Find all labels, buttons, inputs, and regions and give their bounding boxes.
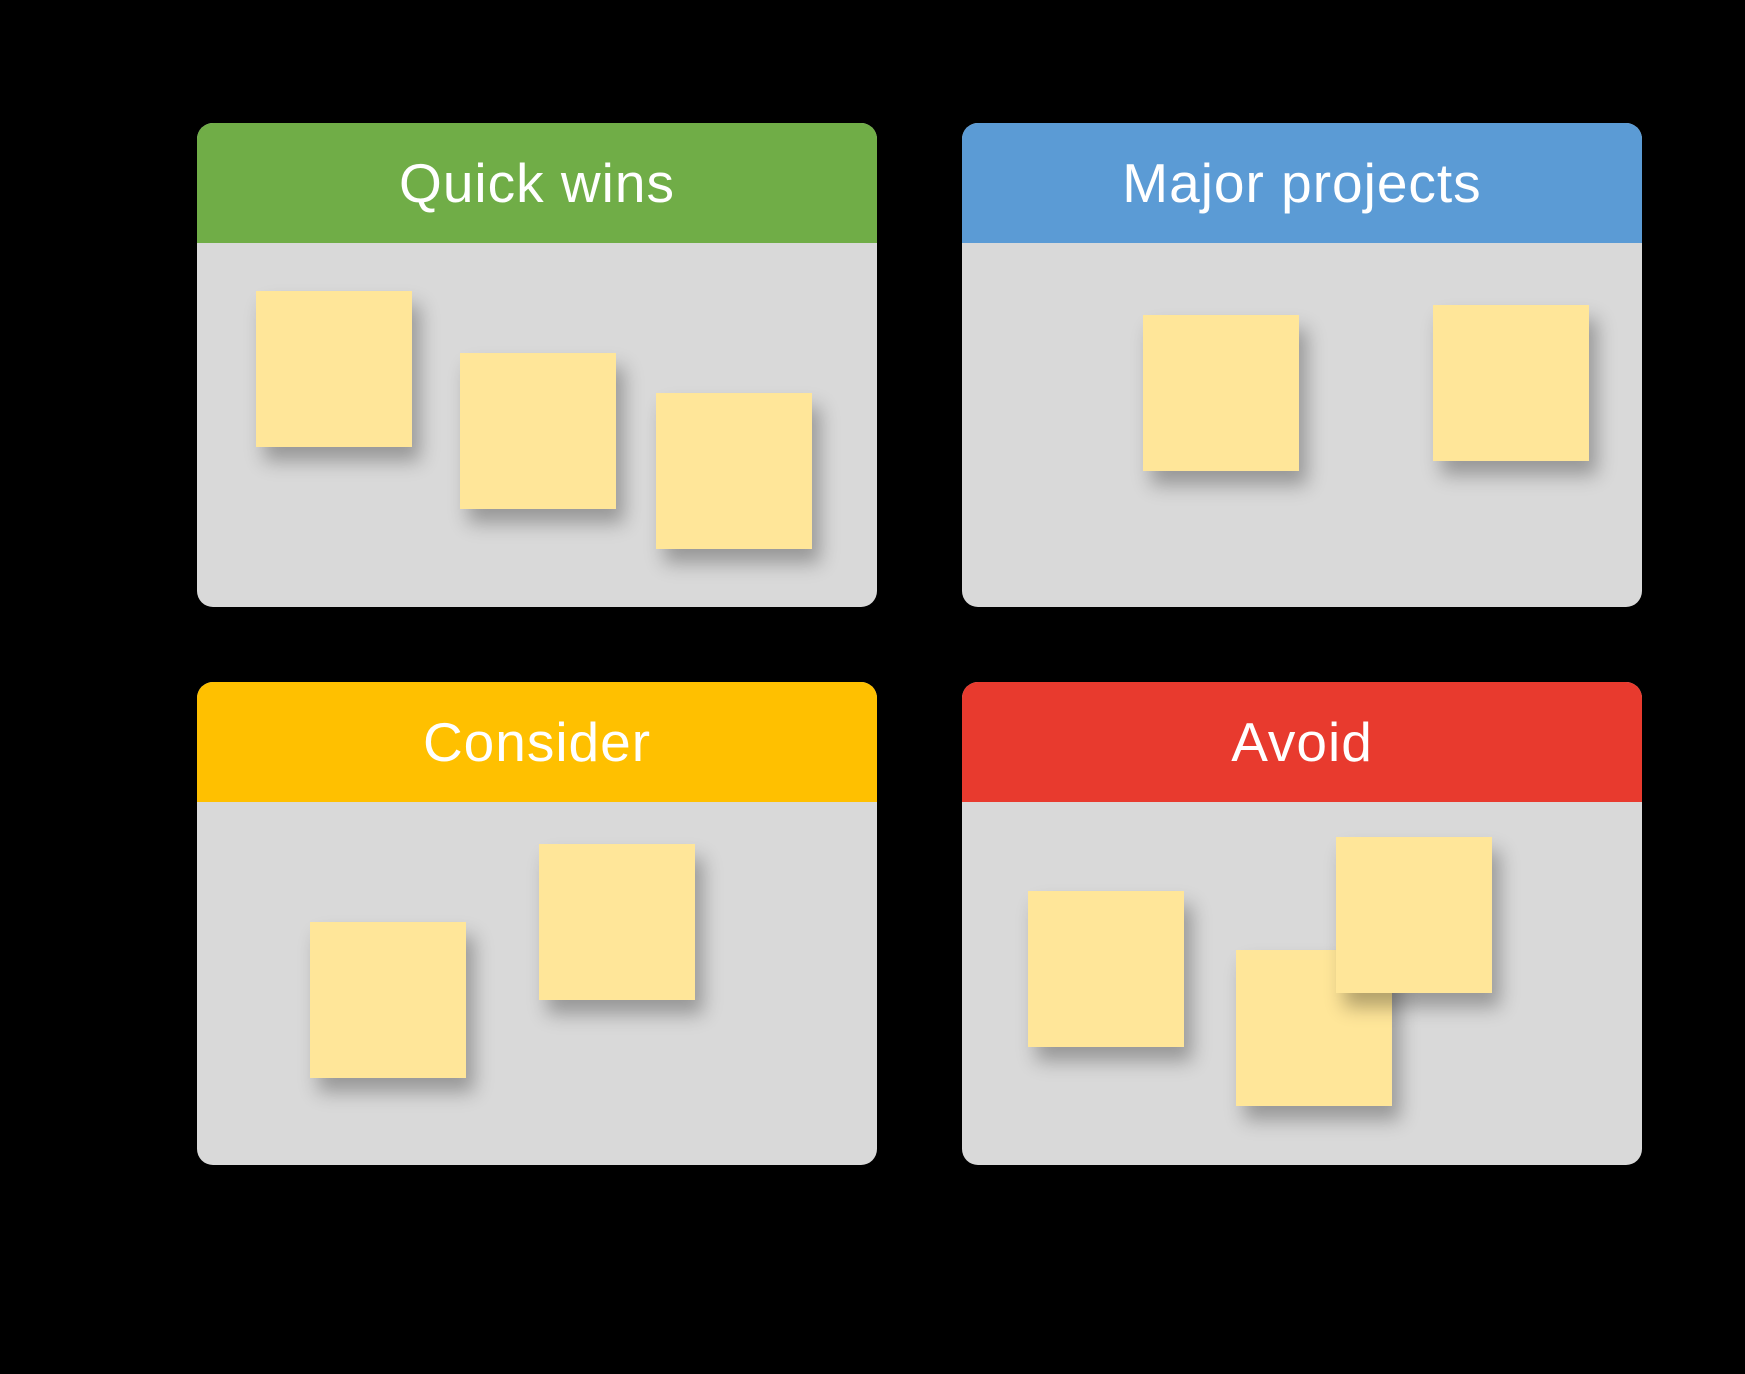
quadrant-header-major-projects: Major projects	[962, 123, 1642, 243]
sticky-note	[1143, 315, 1299, 471]
quadrant-header-avoid: Avoid	[962, 682, 1642, 802]
quadrant-header-consider: Consider	[197, 682, 877, 802]
quadrant-title-major-projects: Major projects	[1122, 151, 1482, 214]
quadrant-consider: Consider	[197, 682, 877, 1165]
quadrant-avoid: Avoid	[962, 682, 1642, 1165]
quadrant-body-consider	[197, 802, 877, 1165]
quadrant-quick-wins: Quick wins	[197, 123, 877, 607]
sticky-note	[1336, 837, 1492, 993]
sticky-note	[460, 353, 616, 509]
quadrant-major-projects: Major projects	[962, 123, 1642, 607]
sticky-note	[1433, 305, 1589, 461]
quadrant-header-quick-wins: Quick wins	[197, 123, 877, 243]
quadrant-title-quick-wins: Quick wins	[399, 151, 675, 214]
sticky-note	[1028, 891, 1184, 1047]
sticky-note	[256, 291, 412, 447]
sticky-note	[656, 393, 812, 549]
quadrant-title-avoid: Avoid	[1231, 710, 1373, 773]
sticky-note	[539, 844, 695, 1000]
sticky-note	[310, 922, 466, 1078]
quadrant-title-consider: Consider	[422, 710, 652, 773]
